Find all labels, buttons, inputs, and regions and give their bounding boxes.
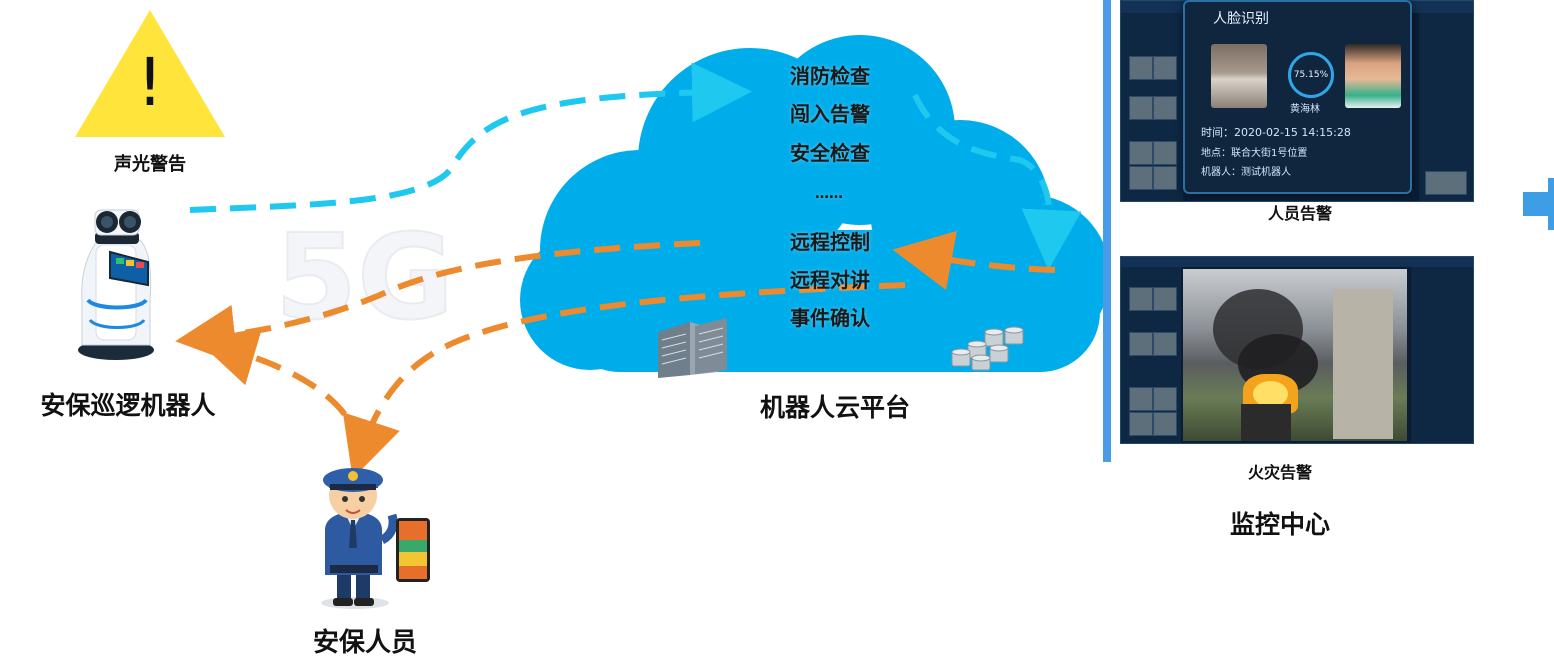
warning-label: 声光警告: [114, 154, 186, 175]
downlink-arrow-monitor-to-cloud: [892, 230, 1056, 290]
cloud-upstream-item-fire-check: 消防检查: [790, 64, 870, 88]
cloud-platform-label: 机器人云平台: [759, 393, 910, 422]
cloud-downstream-item-remote-control: 远程控制: [790, 230, 870, 254]
link-guard-robot: [196, 327, 365, 451]
matched-face-image: [1345, 44, 1401, 108]
cloud-upstream-item-intrusion-alarm: 闯入告警: [790, 102, 870, 126]
similarity-ring: 75.15%: [1288, 52, 1334, 98]
robot-label: 安保巡逻机器人: [40, 391, 216, 420]
uplink-arrow-robot-to-cloud: [189, 62, 752, 213]
cloud-upstream-item-safety-check: 安全检查: [790, 141, 870, 165]
face-recognition-popup: 人脸识别 75.15% 黄海林 时间：2020-02-15 14:15:28 地…: [1183, 0, 1412, 194]
security-guard-icon: [321, 468, 430, 609]
event-location: 地点：联合大街1号位置: [1201, 148, 1308, 159]
downlink-arrow-cloud-to-guard: [342, 282, 906, 479]
monitor-center-label: 监控中心: [1229, 510, 1330, 539]
cloud-downstream-item-remote-intercom: 远程对讲: [790, 268, 870, 292]
cloud-upstream-item-ellipsis: ……: [815, 186, 843, 202]
cloud-downstream-item-event-confirm: 事件确认: [790, 306, 870, 330]
warning-triangle-icon: [75, 10, 225, 137]
uplink-arrow-cloud-to-monitor: [912, 93, 1082, 270]
person-alarm-label: 人员告警: [1267, 204, 1332, 223]
security-robot-icon: [78, 209, 154, 360]
network-5g-watermark: 5G: [275, 208, 454, 346]
guard-label: 安保人员: [312, 628, 417, 658]
face-recognition-title: 人脸识别: [1213, 11, 1269, 27]
event-robot: 机器人：测试机器人: [1201, 167, 1291, 178]
database-cluster-icon: [951, 326, 1024, 371]
arrow-right-icon: [1523, 178, 1554, 230]
fire-alarm-label: 火灾告警: [1247, 463, 1312, 482]
warning-exclamation: !: [136, 44, 164, 121]
server-rack-icon: [658, 318, 727, 378]
downlink-arrow-cloud-to-robot: [175, 240, 701, 365]
matched-name: 黄海林: [1290, 104, 1320, 115]
monitor-divider: [1103, 0, 1111, 462]
fire-scene-image: [1183, 269, 1407, 441]
fire-alarm-screenshot: [1120, 256, 1474, 444]
event-time: 时间：2020-02-15 14:15:28: [1201, 126, 1351, 139]
captured-face-image: [1211, 44, 1267, 108]
